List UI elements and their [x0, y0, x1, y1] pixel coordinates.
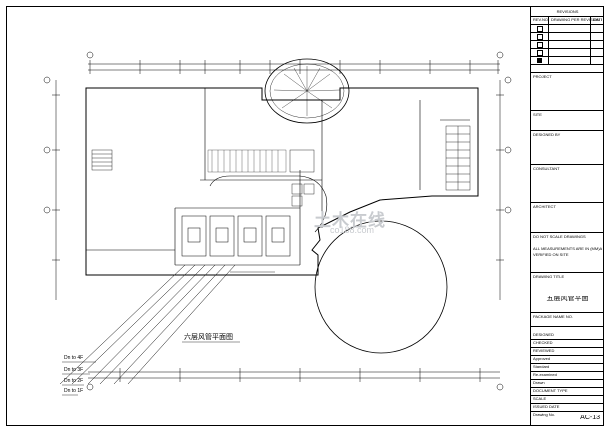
revision-col-date: DATE: [593, 17, 602, 22]
site-label: SITE: [533, 112, 542, 117]
curved-duct: [209, 175, 328, 233]
level-label-4f: Dn to 4F: [64, 355, 84, 361]
diagonal-shafts: [59, 264, 236, 385]
oval-rotunda: [264, 58, 350, 124]
drawing-number: AC-13: [580, 415, 600, 420]
revision-box-3: [537, 42, 543, 48]
field-designed: DESIGNED: [533, 332, 554, 337]
core-elevators: [289, 149, 315, 207]
field-checked: CHECKED: [533, 340, 553, 345]
interior-walls: [86, 88, 470, 266]
stair-left: [91, 149, 113, 171]
revision-box-2: [537, 34, 543, 40]
note-measurements: ALL MEASUREMENTS ARE IN (MM)AND: [533, 246, 602, 251]
plan-subtitle: 六层风管平面图: [184, 333, 233, 341]
field-document-type: DOCUMENT TYPE: [533, 388, 568, 393]
title-block: REVISIONS REV.NO. DRAWING PER REVISION D…: [530, 6, 604, 426]
field-approved: Approved: [533, 356, 551, 361]
designed-by-label: DESIGNED BY: [533, 132, 561, 137]
watermark: 土木在线: [314, 211, 386, 230]
project-label: PROJECT: [533, 74, 552, 79]
axis-markers: [43, 51, 512, 391]
hatched-corridor: [207, 149, 287, 173]
revision-box-4: [537, 50, 543, 56]
bottom-dimension-line: [88, 368, 500, 382]
field-reexamined: Re-examined: [533, 372, 557, 377]
field-issued-date: ISSUED DATE: [533, 404, 560, 409]
top-dimension-ticks: [89, 60, 499, 74]
ahu-rooms: [181, 215, 291, 257]
revision-box-1: [537, 26, 543, 32]
building-outline: [85, 87, 479, 276]
drawing-sheet-border: [6, 6, 604, 426]
revision-box-5: [537, 58, 542, 63]
consultant-label: CONSULTANT: [533, 166, 560, 171]
field-drawn: Drawn: [533, 380, 545, 385]
architect-label: ARCHITECT: [533, 204, 556, 209]
revisions-header: REVISIONS: [556, 9, 579, 14]
field-standard: Standard: [533, 364, 550, 369]
level-label-1f: Dn to 1F: [64, 388, 84, 394]
circular-hall: [314, 220, 448, 354]
drawing-title: 五层风管平面: [546, 296, 589, 301]
level-leaders: [62, 361, 96, 396]
rotunda-diffusers: [273, 66, 341, 116]
level-label-2f: Dn to 2F: [64, 378, 84, 384]
field-scale: SCALE: [533, 396, 547, 401]
package-label: PACKAGE NAME NO.: [533, 314, 573, 319]
revision-col-desc: DRAWING PER REVISION: [551, 17, 600, 22]
top-dimension-line: [88, 63, 500, 71]
watermark-url: co188.com: [330, 225, 375, 235]
drawing-title-label: DRAWING TITLE: [533, 274, 565, 279]
level-label-3f: Dn to 3F: [64, 367, 84, 373]
note-no-scale: DO NOT SCALE DRAWINGS: [533, 234, 586, 239]
field-reviewed: REVIEWED: [533, 348, 555, 353]
stair-right: [445, 125, 471, 191]
field-drawing-no: Drawing No.: [533, 412, 556, 417]
revision-col-no: REV.NO.: [533, 17, 550, 22]
note-verified: VERIFIED ON SITE: [533, 252, 569, 257]
side-dimension-lines: [52, 80, 504, 300]
